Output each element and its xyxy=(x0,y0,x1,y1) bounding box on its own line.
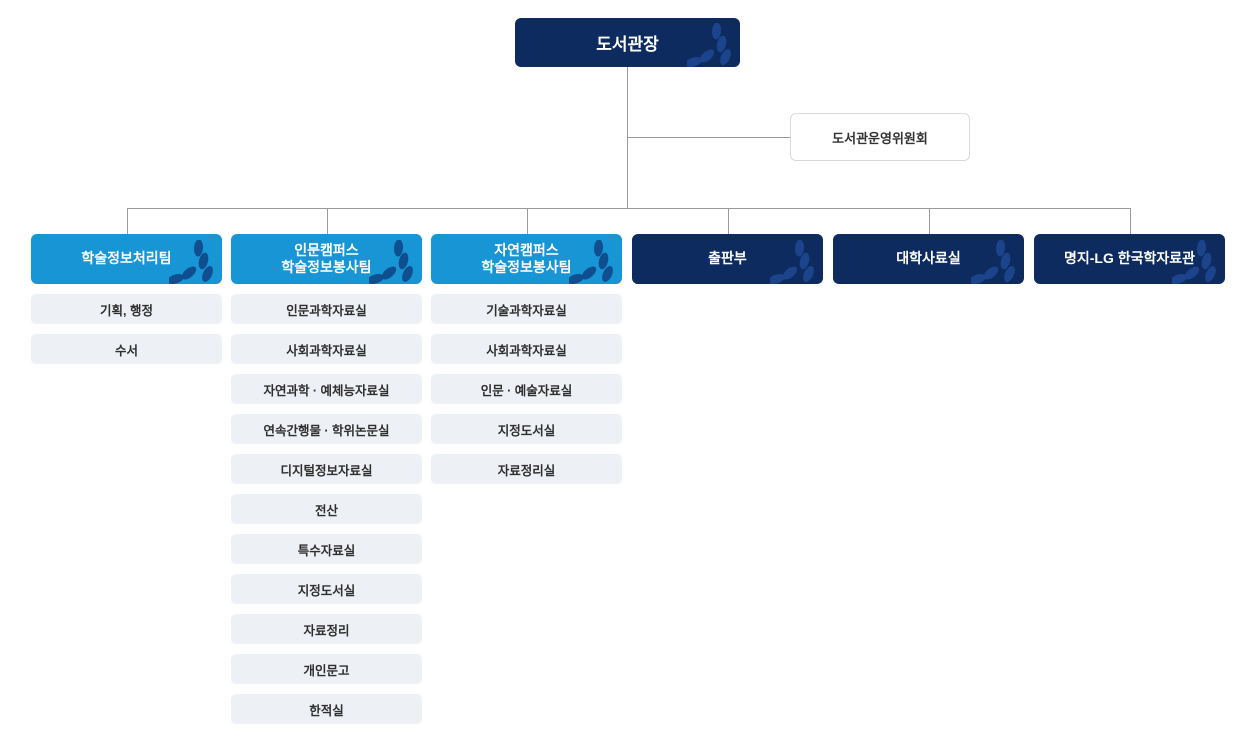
dept-sub-item: 지정도서실 xyxy=(431,414,622,444)
dept-sub-item: 기획, 행정 xyxy=(31,294,222,324)
connector-line xyxy=(728,208,729,234)
leaf-sprig-icon xyxy=(369,240,413,284)
dept-column: 출판부 xyxy=(632,234,823,284)
connector-line xyxy=(127,208,128,234)
leaf-sprig-icon xyxy=(169,240,213,284)
dept-header-label: 학술정보처리팀 xyxy=(81,250,172,267)
connector-line xyxy=(627,137,790,138)
committee-label: 도서관운영위원회 xyxy=(832,130,928,146)
org-root-box: 도서관장 xyxy=(515,18,740,67)
dept-header-box: 자연캠퍼스 학술정보봉사팀 xyxy=(431,234,622,284)
connector-line xyxy=(527,208,528,234)
dept-sub-item: 전산 xyxy=(231,494,422,524)
dept-column: 명지-LG 한국학자료관 xyxy=(1034,234,1225,284)
dept-sub-item: 지정도서실 xyxy=(231,574,422,604)
dept-header-box: 명지-LG 한국학자료관 xyxy=(1034,234,1225,284)
dept-header-box: 학술정보처리팀 xyxy=(31,234,222,284)
dept-sub-item: 디지털정보자료실 xyxy=(231,454,422,484)
leaf-sprig-icon xyxy=(770,240,814,284)
dept-column: 대학사료실 xyxy=(833,234,1024,284)
dept-sub-item: 자연과학 · 예체능자료실 xyxy=(231,374,422,404)
leaf-sprig-icon xyxy=(1172,240,1216,284)
dept-sub-item: 인문과학자료실 xyxy=(231,294,422,324)
dept-header-box: 출판부 xyxy=(632,234,823,284)
dept-header-label: 명지-LG 한국학자료관 xyxy=(1063,250,1196,267)
org-root-label: 도서관장 xyxy=(596,35,659,54)
leaf-sprig-icon xyxy=(687,23,731,67)
dept-header-label: 인문캠퍼스 학술정보봉사팀 xyxy=(281,241,372,276)
dept-header-label: 출판부 xyxy=(708,250,747,267)
dept-header-box: 대학사료실 xyxy=(833,234,1024,284)
dept-sub-item: 수서 xyxy=(31,334,222,364)
dept-header-box: 인문캠퍼스 학술정보봉사팀 xyxy=(231,234,422,284)
dept-sub-item: 자료정리 xyxy=(231,614,422,644)
dept-sub-item: 개인문고 xyxy=(231,654,422,684)
dept-sub-item: 특수자료실 xyxy=(231,534,422,564)
dept-header-label: 자연캠퍼스 학술정보봉사팀 xyxy=(481,241,572,276)
dept-sub-item: 사회과학자료실 xyxy=(231,334,422,364)
dept-header-label: 대학사료실 xyxy=(896,250,961,267)
committee-box: 도서관운영위원회 xyxy=(790,113,970,161)
connector-line xyxy=(929,208,930,234)
connector-line xyxy=(127,208,1131,209)
dept-sub-item: 기술과학자료실 xyxy=(431,294,622,324)
connector-line xyxy=(1130,208,1131,234)
leaf-sprig-icon xyxy=(569,240,613,284)
dept-sub-item: 사회과학자료실 xyxy=(431,334,622,364)
leaf-sprig-icon xyxy=(971,240,1015,284)
dept-sub-item: 연속간행물 · 학위논문실 xyxy=(231,414,422,444)
dept-sub-item: 자료정리실 xyxy=(431,454,622,484)
dept-sub-item: 한적실 xyxy=(231,694,422,724)
dept-sub-item: 인문 · 예술자료실 xyxy=(431,374,622,404)
connector-line xyxy=(327,208,328,234)
